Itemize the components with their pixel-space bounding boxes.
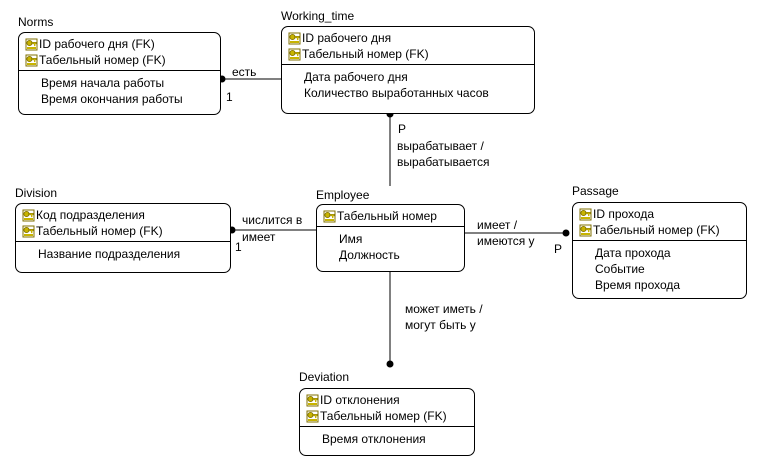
attribute-row[interactable]: Имя <box>339 232 363 246</box>
entity-norms[interactable]: ID рабочего дня (FK) Табельный номер (FK)… <box>18 32 221 115</box>
relationship-cardinality-norms: 1 <box>226 90 233 104</box>
attribute-row[interactable]: Время начала работы <box>41 76 165 90</box>
key-icon <box>579 208 592 220</box>
key-attribute-label: ID прохода <box>593 207 654 221</box>
attribute-row[interactable]: Количество выработанных часов <box>304 86 489 100</box>
attribute-row[interactable]: Должность <box>339 248 400 262</box>
entity-title-passage: Passage <box>572 184 619 198</box>
entity-title-employee: Employee <box>316 188 370 202</box>
relationship-verb-norms-working-time: есть <box>232 65 257 79</box>
entity-key-section: ID рабочего дня (FK) Табельный номер (FK) <box>19 33 220 71</box>
key-attribute-label: Табельный номер (FK) <box>320 409 447 423</box>
key-attribute-label: ID отклонения <box>320 393 400 407</box>
key-icon <box>25 38 38 50</box>
key-attribute-label: ID рабочего дня (FK) <box>39 37 155 51</box>
attribute-row[interactable]: Дата прохода <box>595 246 671 260</box>
key-attribute-label: Табельный номер (FK) <box>39 53 166 67</box>
key-attribute-row[interactable]: Табельный номер (FK) <box>306 408 468 424</box>
key-icon <box>323 210 336 222</box>
relationship-endpoint-deviation <box>386 360 394 368</box>
attribute-row[interactable]: Время прохода <box>595 278 681 292</box>
entity-attribute-section: Время отклонения <box>300 427 474 449</box>
key-attribute-label: Табельный номер (FK) <box>36 224 163 238</box>
key-attribute-row[interactable]: Табельный номер (FK) <box>22 223 224 239</box>
entity-title-working-time: Working_time <box>281 9 355 23</box>
key-icon <box>22 209 35 221</box>
attribute-row[interactable]: Событие <box>595 262 645 276</box>
relationship-cardinality-working-time: P <box>398 122 407 136</box>
key-attribute-row[interactable]: Код подразделения <box>22 207 224 223</box>
relationship-verb-employee-passage-2: имеются у <box>477 234 535 248</box>
relationship-verb-employee-working-time-2: вырабатывается <box>397 155 490 169</box>
key-icon <box>25 54 38 66</box>
entity-attribute-section: Название подразделения <box>16 242 230 264</box>
relationship-verb-employee-working-time-1: вырабатывает / <box>397 139 484 153</box>
key-attribute-row[interactable]: ID отклонения <box>306 392 468 408</box>
attribute-row[interactable]: Дата рабочего дня <box>304 70 408 84</box>
key-attribute-label: Табельный номер (FK) <box>593 223 720 237</box>
relationship-verb-division-employee-1: числится в <box>242 213 303 227</box>
key-attribute-row[interactable]: Табельный номер (FK) <box>25 52 214 68</box>
relationship-cardinality-passage: P <box>554 242 563 256</box>
key-icon <box>288 32 301 44</box>
key-attribute-row[interactable]: ID рабочего дня (FK) <box>25 36 214 52</box>
key-attribute-label: Код подразделения <box>36 208 145 222</box>
relationship-cardinality-division: 1 <box>235 240 242 254</box>
key-icon <box>306 410 319 422</box>
attribute-row[interactable]: Время отклонения <box>322 432 426 446</box>
relationship-verb-employee-deviation-1: может иметь / <box>405 302 483 316</box>
relationship-endpoint-passage <box>562 229 570 237</box>
key-attribute-row[interactable]: Табельный номер <box>323 208 458 224</box>
entity-title-division: Division <box>15 186 58 200</box>
key-attribute-label: ID рабочего дня <box>302 31 392 45</box>
key-attribute-row[interactable]: Табельный номер (FK) <box>288 46 528 62</box>
relationship-verb-division-employee-2: имеет <box>242 230 276 244</box>
relationship-verb-employee-passage-1: имеет / <box>477 218 518 232</box>
key-icon <box>306 394 319 406</box>
relationship-verb-employee-deviation-2: могут быть у <box>405 318 476 332</box>
attribute-row[interactable]: Название подразделения <box>38 247 181 261</box>
entity-title-norms: Norms <box>18 15 54 29</box>
key-attribute-label: Табельный номер <box>337 209 437 223</box>
key-attribute-label: Табельный номер (FK) <box>302 47 429 61</box>
key-icon <box>288 48 301 60</box>
key-attribute-row[interactable]: Табельный номер (FK) <box>579 222 740 238</box>
attribute-row[interactable]: Время окончания работы <box>41 92 183 106</box>
entity-key-section: Табельный номер <box>317 205 464 227</box>
key-icon <box>22 225 35 237</box>
entity-title-deviation: Deviation <box>299 370 350 384</box>
key-attribute-row[interactable]: ID прохода <box>579 206 740 222</box>
key-icon <box>579 224 592 236</box>
key-attribute-row[interactable]: ID рабочего дня <box>288 30 528 46</box>
